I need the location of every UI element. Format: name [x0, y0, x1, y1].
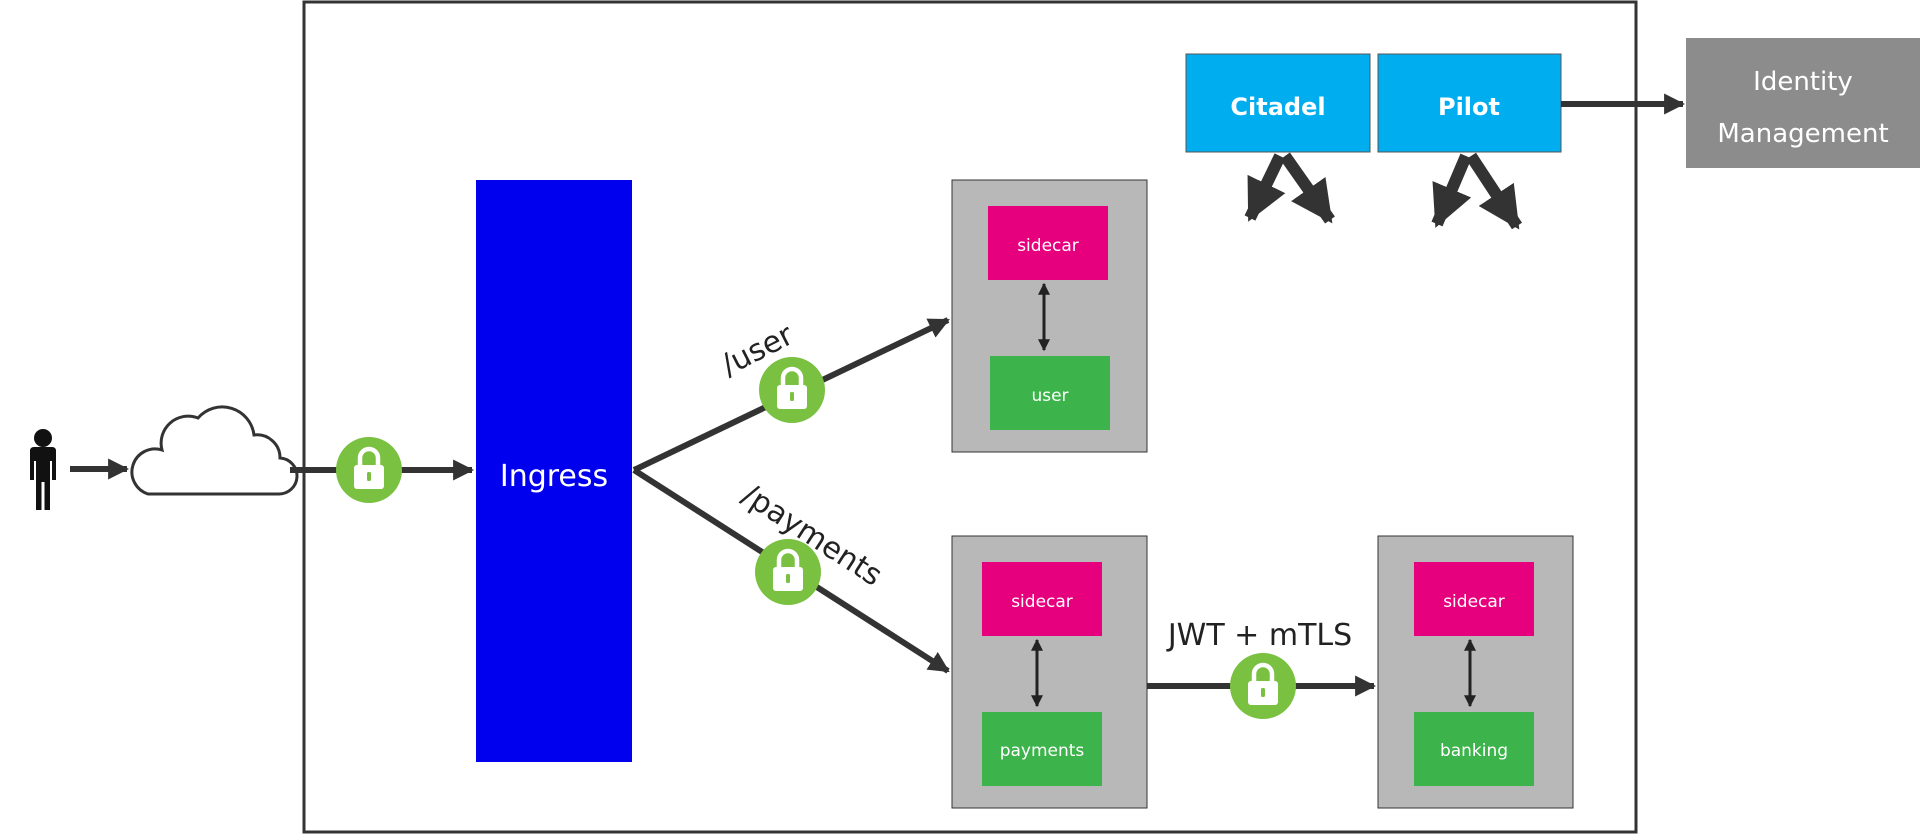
ingress-label: Ingress	[500, 459, 608, 494]
cluster-boundary	[302, 0, 1638, 834]
citadel-down-arrow-right	[1280, 152, 1335, 224]
ingress-box	[476, 180, 632, 762]
jwt-mtls-label: JWT + mTLS	[1166, 618, 1352, 653]
payments-service-label: payments	[1000, 741, 1085, 761]
cloud-icon	[130, 405, 299, 496]
banking-service-box	[1414, 712, 1534, 786]
pilot-down-arrow-left	[1431, 153, 1472, 228]
lock-icon-user-route	[759, 357, 825, 423]
banking-service-label: banking	[1440, 741, 1508, 761]
user-service-label: user	[1031, 386, 1068, 406]
user-service-box	[990, 356, 1110, 430]
person-icon	[30, 429, 56, 510]
identity-management-label-line1: Identity	[1753, 67, 1853, 97]
payments-service-box	[982, 712, 1102, 786]
identity-management-box	[1686, 38, 1920, 168]
lock-icon-payments-route	[755, 539, 821, 605]
banking-sidecar-label: sidecar	[1443, 592, 1505, 612]
lock-icon-ingress	[336, 437, 402, 503]
user-sidecar-box	[988, 206, 1108, 280]
identity-management-label-line2: Management	[1717, 119, 1888, 149]
citadel-label: Citadel	[1230, 93, 1325, 121]
pilot-box	[1377, 53, 1562, 153]
lock-icon-jwt-mtls	[1230, 653, 1296, 719]
pilot-label: Pilot	[1438, 93, 1500, 121]
pilot-down-arrow-right	[1465, 152, 1523, 230]
payments-sidecar-label: sidecar	[1011, 592, 1073, 612]
payments-sidecar-box	[982, 562, 1102, 636]
user-sidecar-label: sidecar	[1017, 236, 1079, 256]
citadel-box	[1185, 53, 1371, 153]
banking-sidecar-box	[1414, 562, 1534, 636]
citadel-down-arrow-left	[1244, 153, 1286, 222]
